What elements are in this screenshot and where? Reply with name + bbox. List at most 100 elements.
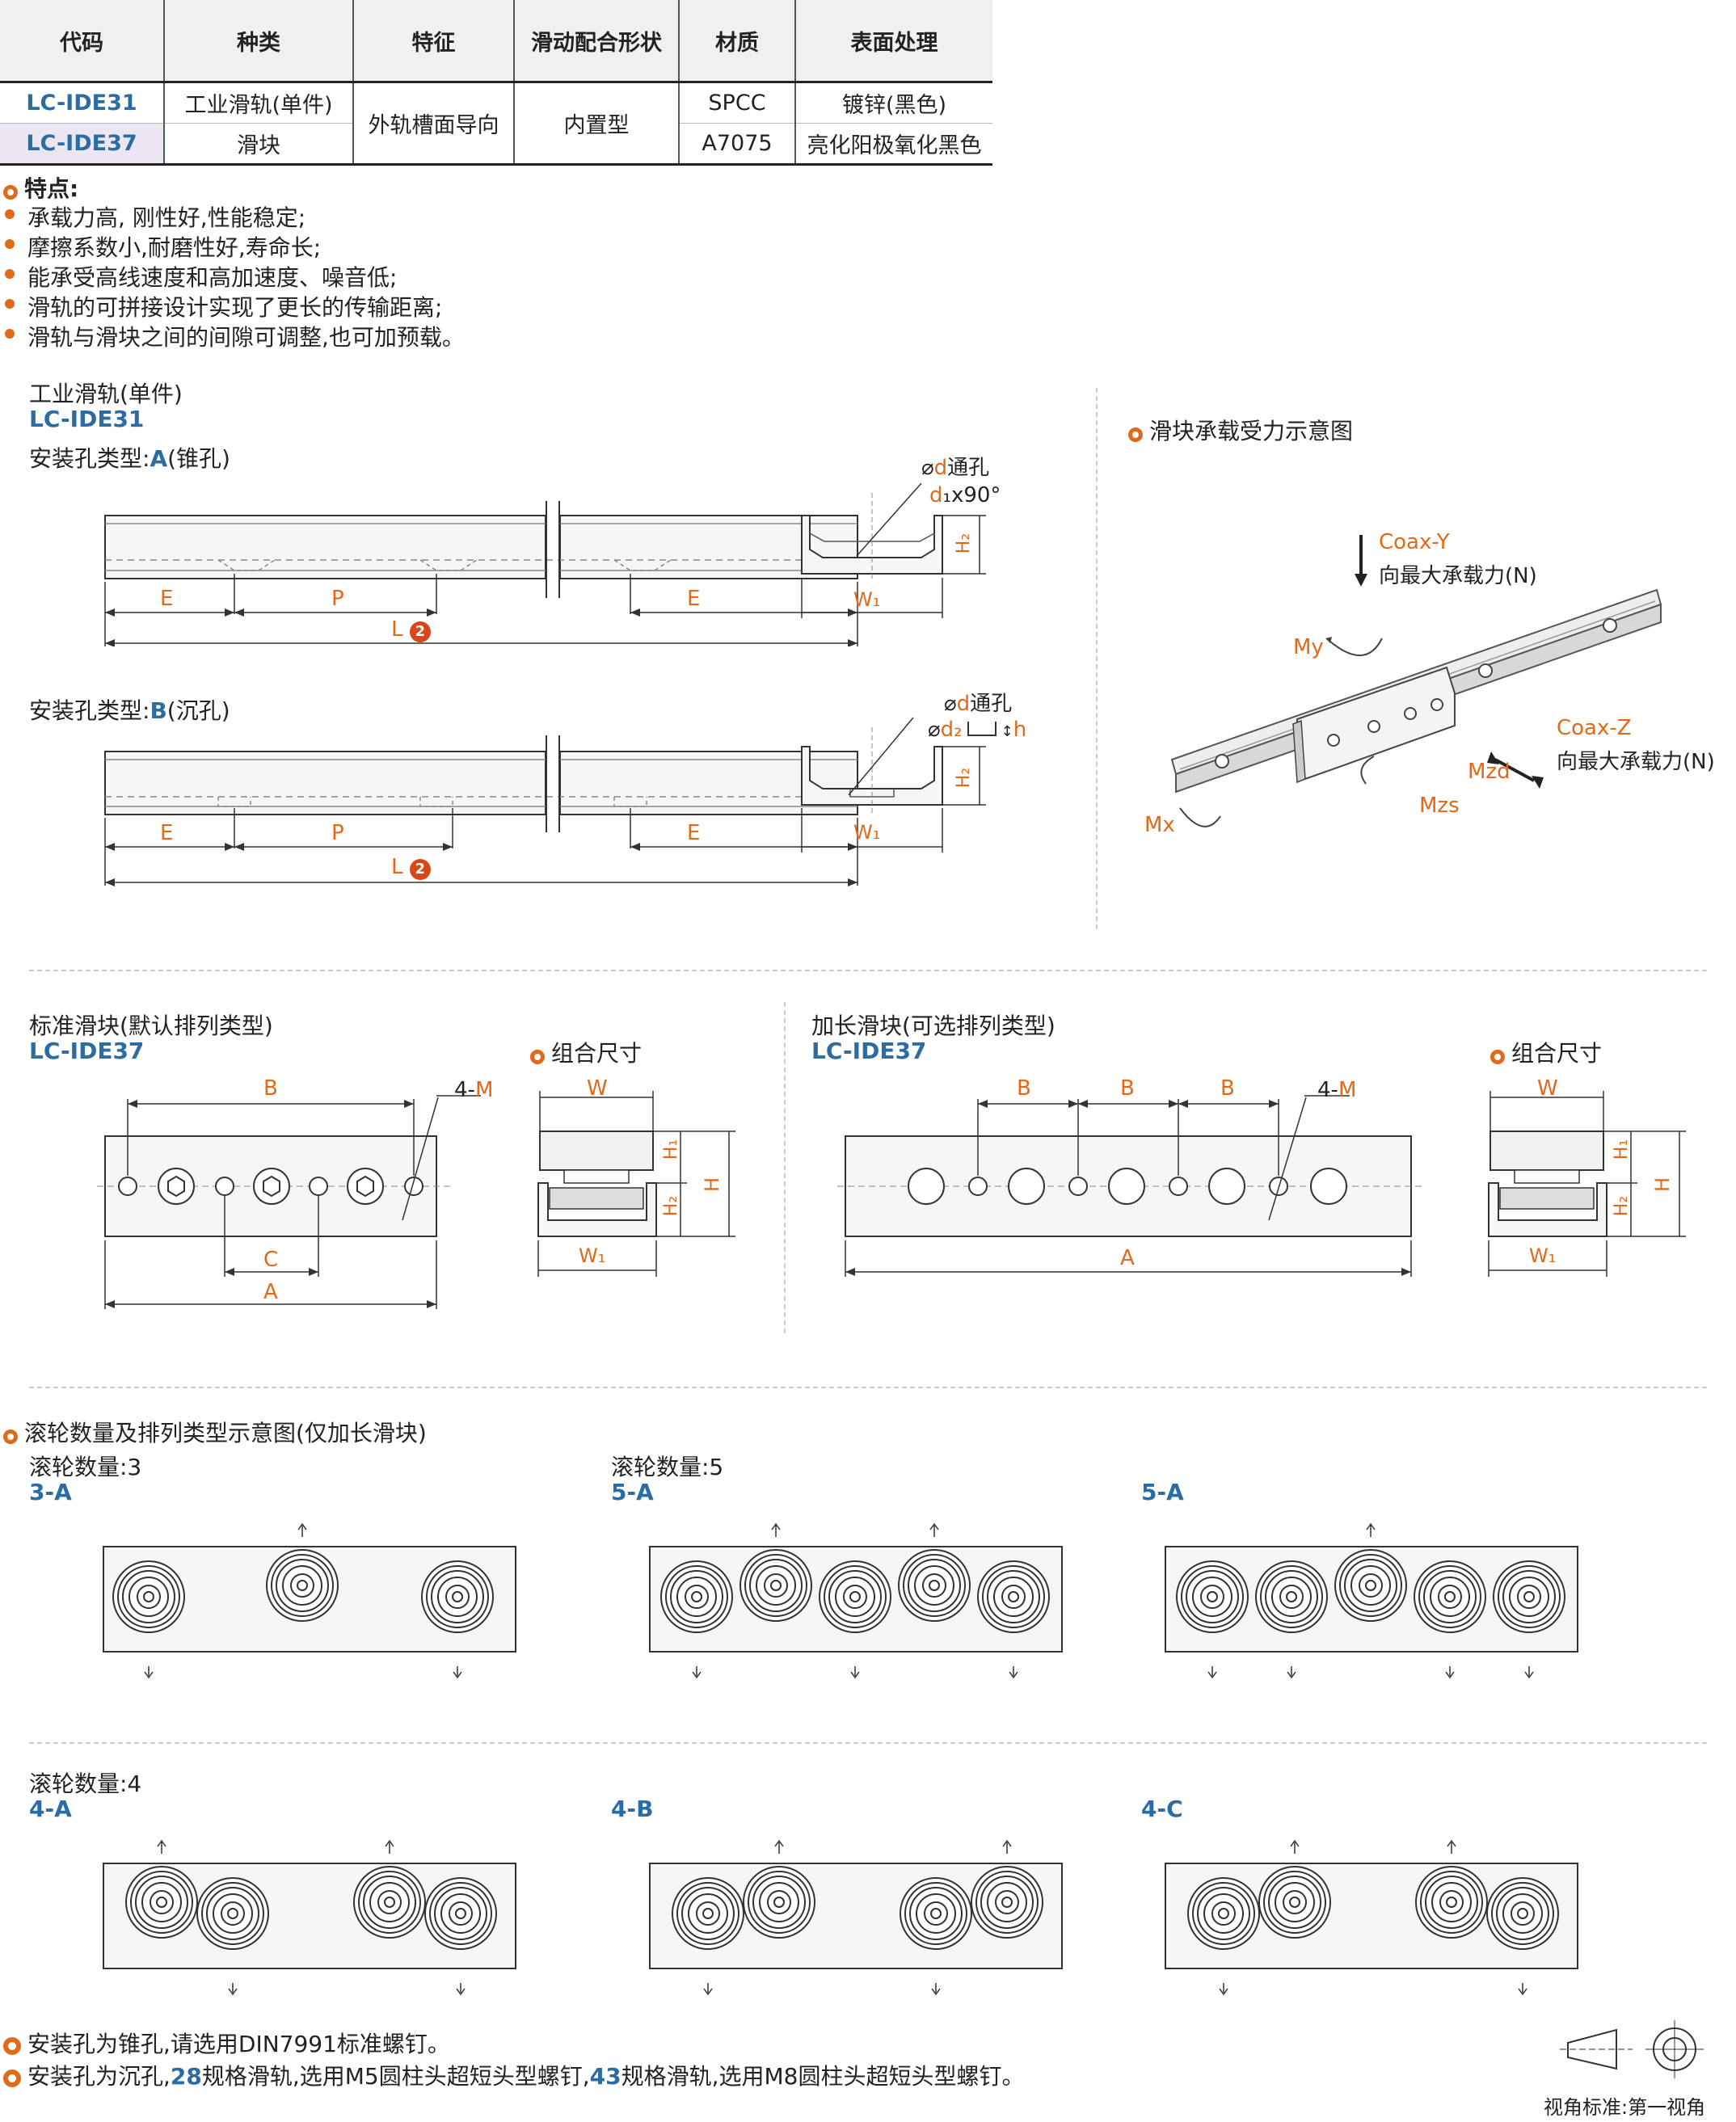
dim-b: B [1017,1076,1031,1101]
roller-ring [696,1901,720,1926]
arrow-down-icon [931,1983,941,1996]
roller-ring [824,1565,887,1628]
arrow-down-icon [144,1666,154,1679]
roller-ring [1509,1577,1549,1617]
bullet-icon [5,209,15,219]
roller-ring [1446,1897,1457,1908]
roller-ring [971,1866,1043,1939]
arrow-down-icon [1207,1666,1217,1679]
roller-count-3: 滚轮数量:3 [29,1454,142,1480]
std-combo-title: 组合尺寸 [530,1036,642,1068]
roller-ring [1255,1560,1328,1633]
roller-ring [431,1570,484,1623]
mzd-label: Mzd [1468,760,1511,784]
coax-z-desc: 向最大承载力(N) [1557,750,1715,774]
roller-ring [660,1560,733,1633]
type-4c: 4-C [1141,1796,1183,1822]
roller-count-4: 滚轮数量:4 [29,1770,142,1797]
type-5a: 5-A [1141,1479,1184,1505]
roller-diagram-3a [103,1522,516,1679]
roller-ring [1192,1882,1255,1945]
dim-h1: H₁ [661,1139,682,1160]
roller-ring [1176,1560,1249,1633]
roller-ring [440,1893,481,1934]
long-combo-title: 组合尺寸 [1490,1036,1602,1068]
roller-ring [909,1887,963,1940]
roller-ring [452,1591,463,1602]
roller-ring [1418,1565,1481,1628]
arrow-down-icon [1287,1666,1296,1679]
divider [1096,388,1098,929]
roller-ring [1430,1577,1470,1617]
arrow-up-icon [385,1839,394,1854]
roller-ring [1365,1580,1376,1591]
dim-h: H [1651,1177,1675,1193]
feature-item: 承载力高, 刚性好,性能稳定; [27,204,306,231]
roller-ring [770,1580,782,1591]
roller-ring [1439,1890,1464,1914]
note-badge: 2 [409,859,431,880]
roller-ring [1498,1565,1561,1628]
roller-ring [1438,1585,1462,1609]
note-counterbore: 安装孔为沉孔,28规格滑轨,选用M5圆柱头超短头型螺钉,43规格滑轨,选用M8圆… [3,2059,1025,2091]
dim-h2: H₂ [661,1195,682,1217]
roller-ring [1334,1549,1407,1622]
cell-kind: 工业滑轨(单件) [164,82,354,124]
roller-diagram-5a-2 [1165,1522,1578,1679]
feature-item: 滑轨的可拼接设计实现了更长的传输距离; [27,294,443,321]
long-block-title: 加长滑块(可选排列类型) [811,1013,1056,1039]
roller-ring [437,1577,478,1617]
dim-m: 4-M [1317,1078,1357,1102]
roller-ring [143,1591,154,1602]
divider [29,1742,1707,1744]
dim-p: P [331,587,344,611]
roller-ring [1181,1565,1244,1628]
roller-ring [1289,1897,1300,1908]
arrow-down-icon [1518,1983,1527,1996]
roller-ring [835,1577,875,1617]
long-block-drawing [837,1095,1422,1277]
hole-a-countersink: d₁x90° [929,483,1001,507]
dim-c: C [263,1248,279,1272]
arrow-down-icon [692,1666,702,1679]
roller-ring [297,1580,308,1591]
roller-ring [1339,1554,1402,1617]
roller-ring [744,1554,807,1617]
arrow-down-icon [456,1983,466,1996]
roller-ring [752,1876,806,1929]
dim-e: E [687,587,701,611]
roller-ring [112,1560,185,1633]
roller-ring [756,1565,796,1606]
col-code: 代码 [0,0,165,83]
roller-ring [1192,1577,1232,1617]
roller-ring [1283,1890,1307,1914]
feature-item: 滑轨与滑块之间的间隙可调整,也可加预载。 [27,324,465,351]
roller-ring [1502,1570,1556,1623]
roller-ring [1423,1570,1477,1623]
roller-ring [1523,1591,1535,1602]
roller-ring [828,1570,882,1623]
coax-z-label: Coax-Z [1557,716,1632,740]
dim-w1: W₁ [853,821,881,844]
view-standard: 视角标准:第一视角 [1544,2096,1706,2119]
roller-ring [1517,1585,1541,1609]
roller-ring [206,1887,259,1940]
rail-b-section [801,717,986,853]
roller-ring [421,1560,494,1633]
roller-ring [1260,1565,1323,1628]
roller-ring [849,1591,861,1602]
roller-ring [908,1559,961,1612]
arrow-up-icon [297,1522,307,1537]
roller-ring [914,1565,954,1606]
roller-ring [929,1580,940,1591]
dim-h: H [701,1177,724,1193]
type-4a: 4-A [29,1796,72,1822]
ring-icon [1490,1050,1505,1064]
dim-b: B [1220,1076,1235,1101]
roller-ring [271,1554,334,1617]
arrow-down-icon [1009,1666,1018,1679]
coax-y-label: Coax-Y [1379,530,1450,554]
col-feature: 特征 [353,0,515,83]
roller-ring [995,1890,1019,1914]
roller-diagram-4b [649,1839,1063,1996]
